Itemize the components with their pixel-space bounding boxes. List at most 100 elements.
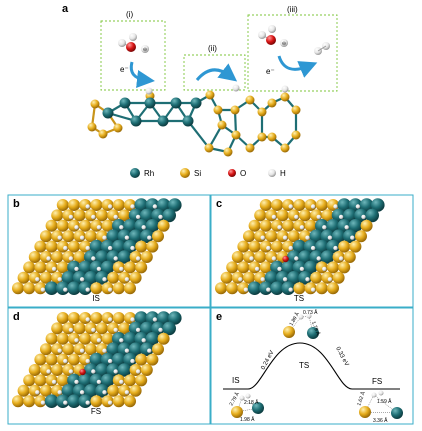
h-atom (85, 317, 90, 322)
rh-atom (162, 321, 176, 336)
h-atom (107, 204, 113, 209)
rh-atom (320, 250, 335, 264)
si-atom (248, 240, 261, 253)
legend-rh-swatch (130, 168, 140, 178)
si-atom (226, 282, 239, 295)
legend-si-swatch (180, 168, 190, 178)
si-atom (45, 219, 58, 232)
si-atom (220, 271, 233, 284)
si-atom (293, 282, 306, 295)
h-atom (135, 327, 141, 333)
h-atom (107, 400, 113, 405)
si-atom (23, 374, 36, 387)
h-atom (68, 256, 74, 261)
h-atom (152, 204, 158, 209)
si-atom (23, 282, 36, 295)
svg-text:⊖: ⊖ (282, 41, 286, 47)
si-atom (56, 199, 69, 211)
si-atom (112, 374, 125, 387)
si-atom (101, 199, 114, 211)
si-atom (146, 353, 159, 366)
si-atom (68, 353, 80, 366)
h-atom (57, 390, 62, 395)
si-atom (231, 130, 241, 140)
electron-label-iii: e⁻ (266, 67, 275, 76)
si-atom (231, 251, 244, 263)
si-atom (40, 384, 52, 397)
si-atom (56, 240, 69, 253)
si-atom (101, 395, 114, 408)
legend-o-label: O (240, 169, 246, 178)
si-atom (68, 312, 80, 324)
si-atom (90, 99, 100, 109)
element-legend: Rh Si O H (130, 168, 286, 178)
arrow-iii (277, 55, 318, 78)
ts-cluster: 1.89 Å 0.73 Å 1.79 Å (283, 309, 322, 339)
h-atom (51, 379, 57, 385)
si-atom (135, 261, 148, 274)
si-atom (73, 322, 86, 335)
rh-atom (331, 229, 346, 243)
si-atom (45, 261, 58, 274)
rh-atom (145, 332, 160, 346)
is-label: IS (232, 376, 240, 385)
rh-atom (287, 271, 301, 285)
si-atom (226, 261, 239, 274)
si-atom (271, 240, 283, 253)
si-atom (34, 282, 47, 295)
si-atom (248, 219, 261, 232)
h-atom (96, 338, 102, 343)
rh-atom (190, 97, 202, 109)
is-distance-3: 1.98 Å (240, 416, 255, 423)
rh-atom (140, 321, 154, 336)
rh-atom (343, 208, 357, 223)
rh-atom (84, 271, 98, 285)
rh-atom (298, 250, 312, 264)
rh-atom (106, 342, 120, 357)
si-atom (299, 209, 311, 222)
rh-atom (100, 373, 115, 388)
rh-atom (95, 363, 109, 377)
si-atom (259, 261, 272, 274)
si-atom (113, 123, 123, 133)
si-atom (129, 251, 142, 263)
rh-atom (117, 250, 132, 264)
si-atom (245, 95, 255, 105)
h-atom (147, 235, 152, 240)
si-atom (118, 271, 131, 284)
si-atom (90, 395, 103, 408)
rh-atom (95, 250, 109, 264)
panel-e-energy-profile: IS TS FS 0.24 eV 0.33 eV 1.89 Å 0.73 Å 1… (223, 309, 403, 424)
si-atom (40, 364, 52, 376)
rh-atom (78, 394, 92, 409)
rh-atom (170, 97, 182, 109)
h-atom (91, 256, 96, 261)
si-atom (213, 105, 223, 115)
o-atom (79, 368, 86, 376)
h-atom (243, 287, 249, 292)
si-atom (84, 230, 97, 243)
h-atom (91, 327, 96, 333)
rh-atom (337, 198, 352, 212)
si-atom (28, 384, 41, 397)
h-atom (135, 369, 141, 374)
si-atom (101, 219, 114, 232)
si-atom (34, 395, 47, 408)
panel-b-caption: IS (92, 294, 100, 303)
si-atom (355, 230, 367, 243)
rh-atom (140, 208, 154, 223)
si-atom (34, 374, 47, 387)
rh-atom (78, 260, 92, 275)
is-distance-2: 2.18 Å (244, 399, 259, 406)
si-atom (45, 332, 58, 345)
si-atom (146, 240, 159, 253)
h-atom (294, 214, 299, 220)
si-atom (90, 199, 103, 211)
si-atom (124, 261, 136, 274)
si-atom (304, 199, 317, 211)
si-atom (73, 251, 86, 263)
h-atom (124, 390, 130, 395)
si-atom (265, 209, 278, 222)
rh-atom (123, 332, 137, 346)
si-atom (327, 282, 339, 295)
